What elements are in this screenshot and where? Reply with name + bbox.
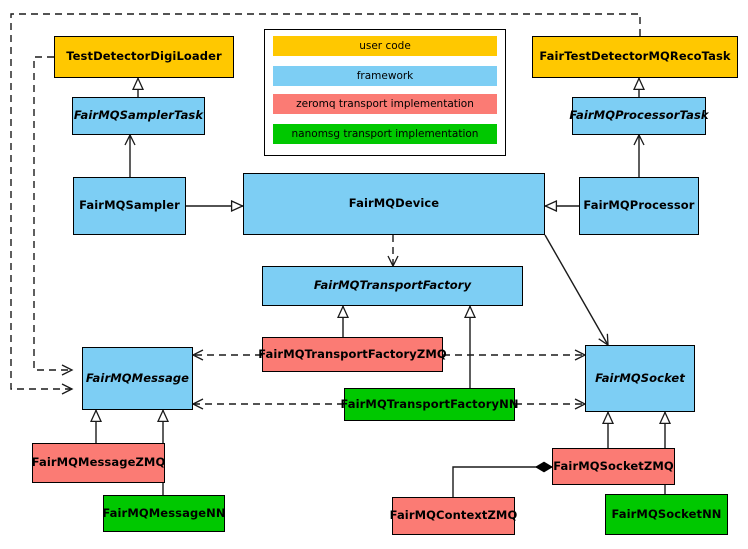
node-fairmqmessage[interactable]: FairMQMessage <box>82 347 193 410</box>
edge-digiloader-to-message <box>33 56 74 376</box>
legend-label: nanomsg transport implementation <box>291 128 479 140</box>
edge-contextzmq-to-socketzmq <box>452 467 552 497</box>
node-label: FairMQSocket <box>595 370 685 385</box>
node-fairmqtransportfactoryzmq[interactable]: FairMQTransportFactoryZMQ <box>258 337 447 372</box>
node-fairmqtransportfactorynn[interactable]: FairMQTransportFactoryNN <box>340 388 518 421</box>
node-fairmqdevice[interactable]: FairMQDevice <box>243 173 545 235</box>
node-label: FairMQTransportFactoryNN <box>340 396 519 411</box>
node-label: FairMQSamplerTask <box>73 108 204 123</box>
node-label: FairMQSocketNN <box>611 506 722 521</box>
node-fairmqsocket[interactable]: FairMQSocket <box>585 345 695 412</box>
node-fairmqsocketnn[interactable]: FairMQSocketNN <box>605 494 728 535</box>
legend-item-nanomsg: nanomsg transport implementation <box>273 124 497 144</box>
legend-item-user-code: user code <box>273 36 497 56</box>
edge-recotask-to-message <box>10 13 641 395</box>
node-fairmqsampler[interactable]: FairMQSampler <box>73 177 186 235</box>
legend-item-zeromq: zeromq transport implementation <box>273 94 497 114</box>
legend-item-framework: framework <box>273 66 497 86</box>
legend-label: zeromq transport implementation <box>296 98 474 110</box>
node-label: FairMQContextZMQ <box>389 508 518 523</box>
node-label: FairMQDevice <box>348 196 440 211</box>
node-label: FairMQProcessorTask <box>569 108 709 123</box>
node-fairmqsocketzmq[interactable]: FairMQSocketZMQ <box>552 448 675 485</box>
node-fairmqmessagenn[interactable]: FairMQMessageNN <box>102 495 226 532</box>
node-fairmqsamplertask[interactable]: FairMQSamplerTask <box>72 97 205 135</box>
node-label: FairMQMessage <box>85 370 190 385</box>
legend-label: user code <box>359 40 411 52</box>
node-label: FairMQTransportFactoryZMQ <box>258 346 447 361</box>
node-label: FairMQMessageNN <box>102 505 226 520</box>
node-label: FairMQSocketZMQ <box>553 458 674 473</box>
node-fairmqprocessortask[interactable]: FairMQProcessorTask <box>569 97 709 135</box>
node-fairmqprocessor[interactable]: FairMQProcessor <box>579 177 699 235</box>
edge-device-to-socket <box>544 234 609 347</box>
node-testdetectordigiloader[interactable]: TestDetectorDigiLoader <box>54 36 234 78</box>
node-fairmqmessagezmq[interactable]: FairMQMessageZMQ <box>32 443 165 483</box>
node-label: FairMQMessageZMQ <box>31 455 166 470</box>
node-fairmqcontextzmq[interactable]: FairMQContextZMQ <box>389 497 518 535</box>
node-label: FairTestDetectorMQRecoTask <box>539 49 731 64</box>
node-label: FairMQTransportFactory <box>313 278 472 293</box>
node-fairmqtransportfactory[interactable]: FairMQTransportFactory <box>262 266 523 306</box>
legend-label: framework <box>356 70 414 82</box>
node-label: FairMQSampler <box>79 198 180 213</box>
node-label: TestDetectorDigiLoader <box>66 49 222 64</box>
node-label: FairMQProcessor <box>583 198 695 213</box>
node-fairtestdetectormqrecotask[interactable]: FairTestDetectorMQRecoTask <box>532 36 738 78</box>
